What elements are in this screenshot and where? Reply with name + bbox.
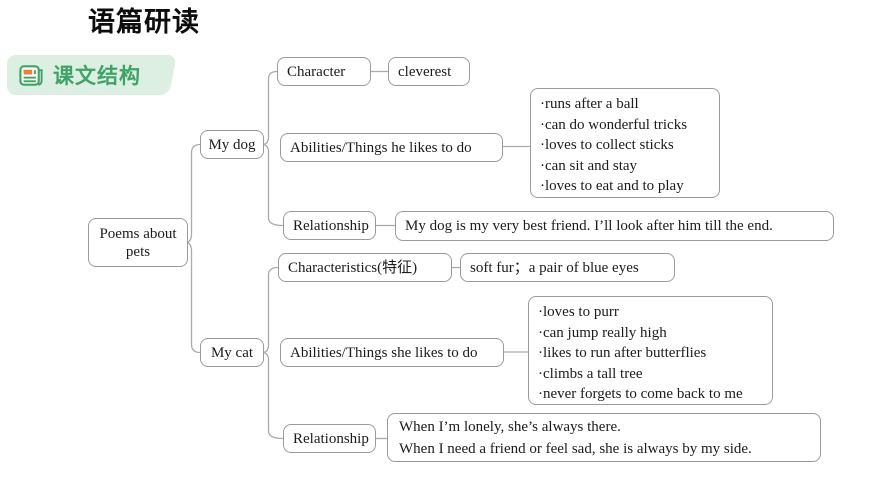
- section-badge: 课文结构: [7, 55, 187, 95]
- value-node-dog-relationship: My dog is my very best friend. I’ll look…: [395, 211, 834, 241]
- page-title: 语篇研读: [88, 7, 200, 37]
- value-node-cat-abilities-list: ·loves to purr ·can jump really high ·li…: [528, 296, 773, 405]
- value-node-cat-relationship: When I’m lonely, she’s always there. Whe…: [387, 413, 821, 462]
- value-node-dog-abilities-list: ·runs after a ball ·can do wonderful tri…: [530, 88, 720, 198]
- label-node-dog-relationship: Relationship: [283, 211, 376, 240]
- branch-node-my-dog: My dog: [200, 130, 264, 159]
- badge-content: 课文结构: [7, 55, 141, 95]
- section-badge-label: 课文结构: [53, 65, 141, 88]
- label-node-character: Character: [277, 57, 371, 86]
- label-node-dog-abilities: Abilities/Things he likes to do: [280, 133, 503, 162]
- value-node-cleverest: cleverest: [388, 57, 470, 86]
- root-node: Poems about pets: [88, 218, 188, 267]
- label-node-cat-characteristics: Characteristics(特征): [278, 253, 452, 282]
- label-node-cat-relationship: Relationship: [283, 424, 376, 453]
- branch-node-my-cat: My cat: [200, 338, 264, 367]
- value-node-cat-characteristics: soft fur；a pair of blue eyes: [460, 253, 675, 282]
- label-node-cat-abilities: Abilities/Things she likes to do: [280, 338, 504, 367]
- news-icon: [19, 64, 43, 86]
